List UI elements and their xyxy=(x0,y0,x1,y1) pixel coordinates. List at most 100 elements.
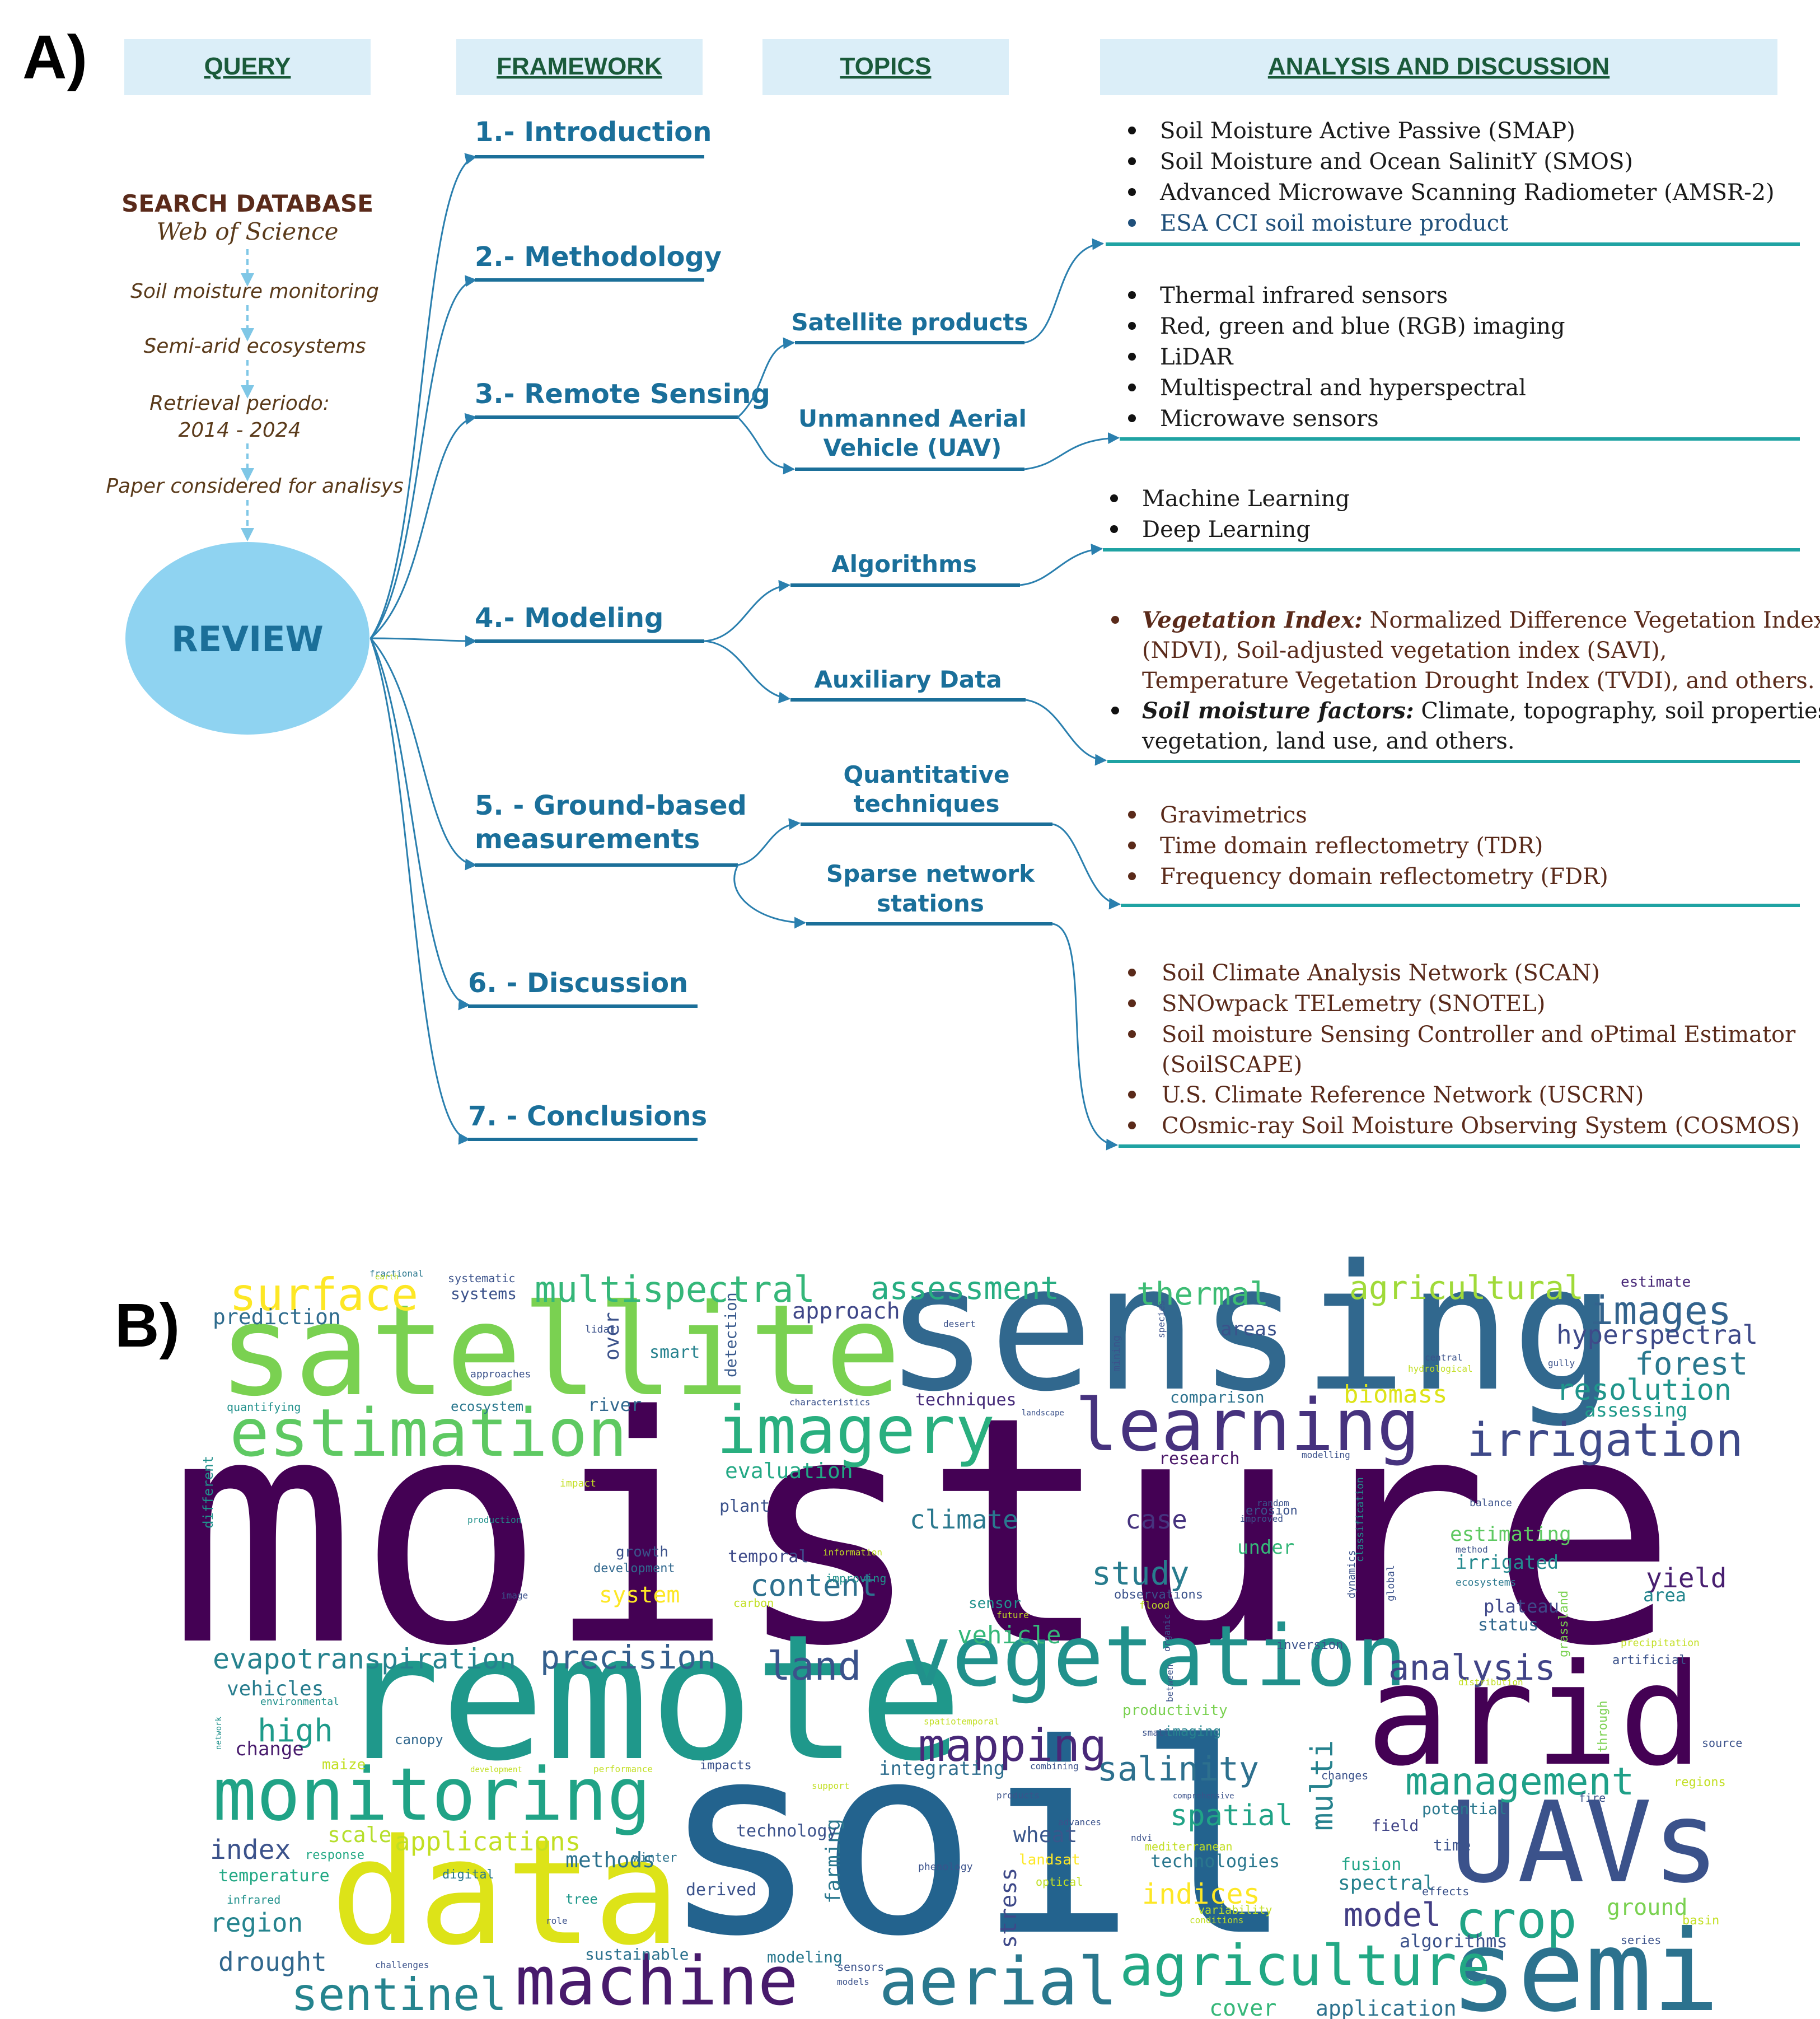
analysis-microwave: Microwave sensors xyxy=(1160,406,1379,432)
analysis-quantitative-list: Gravimetrics Time domain reflectometry (… xyxy=(1128,802,1608,890)
analysis-vi-bold: Vegetation Index: xyxy=(1142,607,1363,633)
topics-header: TOPICS xyxy=(840,53,931,80)
word-performance: performance xyxy=(593,1764,653,1774)
analysis-lidar: LiDAR xyxy=(1160,344,1234,370)
word-erosion: erosion xyxy=(1246,1504,1298,1518)
topics-header-bg xyxy=(762,39,1009,95)
word-temperature: temperature xyxy=(218,1866,330,1886)
word-technologies: technologies xyxy=(1150,1850,1280,1872)
word-cloud: moisturesoilremotesensingsatellitedataar… xyxy=(168,1228,1758,2019)
topic-uav-1: Unmanned Aerial xyxy=(798,405,1027,432)
word-environmental: environmental xyxy=(260,1696,339,1708)
analysis-amsr2: Advanced Microwave Scanning Radiometer (… xyxy=(1159,180,1775,205)
word-under: under xyxy=(1237,1536,1294,1559)
word-observations: observations xyxy=(1114,1588,1203,1602)
word-techniques: techniques xyxy=(915,1390,1017,1410)
word-series: series xyxy=(1621,1933,1661,1947)
word-desert: desert xyxy=(943,1319,976,1329)
analysis-sm-line-1: Soil moisture factors: Climate, topograp… xyxy=(1142,698,1820,724)
word-canopy: canopy xyxy=(395,1732,443,1747)
word-modeling: modeling xyxy=(767,1948,843,1966)
word-digital: digital xyxy=(442,1868,494,1882)
review-connectors xyxy=(369,153,478,1145)
query-step-1: Soil moisture monitoring xyxy=(130,280,379,303)
word-learning: learning xyxy=(1075,1384,1420,1467)
framework-ground-based-2: measurements xyxy=(475,824,700,855)
word-spatial: spatial xyxy=(1170,1799,1293,1833)
framework-topic-connectors xyxy=(704,337,807,929)
analysis-tdr: Time domain reflectometry (TDR) xyxy=(1160,833,1543,859)
review-ellipse xyxy=(125,542,369,735)
word-fire: fire xyxy=(1579,1791,1606,1805)
word-satellite: satellite xyxy=(218,1278,901,1424)
word-hydrological: hydrological xyxy=(1408,1363,1473,1374)
word-flood: flood xyxy=(1139,1600,1169,1611)
word-productivity: productivity xyxy=(1122,1702,1228,1719)
word-evapotranspiration: evapotranspiration xyxy=(213,1643,516,1675)
word-scale: scale xyxy=(327,1822,391,1847)
analysis-vi-line-3: Temperature Vegetation Drought Index (TV… xyxy=(1142,668,1815,694)
topic-sparse-2: stations xyxy=(877,890,984,917)
word-ecosystem: ecosystem xyxy=(451,1399,523,1414)
word-characteristics: characteristics xyxy=(789,1397,871,1408)
word-time: time xyxy=(1433,1836,1471,1854)
word-mapping: mapping xyxy=(918,1719,1107,1772)
word-change: change xyxy=(235,1738,304,1760)
word-dynamics: dynamics xyxy=(1346,1550,1358,1599)
word-crop: crop xyxy=(1456,1891,1577,1950)
word-machine: machine xyxy=(515,1943,798,2019)
word-precision: precision xyxy=(540,1638,716,1676)
framework-header: FRAMEWORK xyxy=(497,53,662,80)
topic-algorithms: Algorithms xyxy=(831,550,977,578)
word-agriculture: agriculture xyxy=(1120,1933,1490,1998)
word-improved: improved xyxy=(1240,1513,1283,1524)
word-landsat: landsat xyxy=(1019,1852,1080,1868)
word-land: land xyxy=(767,1643,862,1689)
analysis-vi-line-1: Vegetation Index: Normalized Difference … xyxy=(1142,607,1820,633)
word-products: products xyxy=(996,1790,1040,1801)
word-moisture: moisture xyxy=(168,1350,1678,1715)
analysis-uav-list: Thermal infrared sensors Red, green and … xyxy=(1128,283,1565,432)
analysis-soilscape-1: Soil moisture Sensing Controller and oPt… xyxy=(1162,1022,1796,1048)
word-remote: remote xyxy=(336,1597,963,1800)
word-species: species xyxy=(1156,1301,1167,1338)
word-role: role xyxy=(546,1915,568,1926)
word-stress: stress xyxy=(996,1868,1022,1949)
analysis-header: ANALYSIS AND DISCUSSION xyxy=(1268,53,1610,80)
query-header: QUERY xyxy=(204,53,291,80)
word-assessment: assessment xyxy=(871,1270,1059,1307)
word-cover: cover xyxy=(1209,1995,1276,2019)
analysis-sm-line-2: vegetation, land use, and others. xyxy=(1141,728,1515,754)
word-irrigated: irrigated xyxy=(1456,1551,1559,1574)
word-index: index xyxy=(210,1834,291,1866)
word-systems: systems xyxy=(451,1284,517,1303)
word-distribution: distribution xyxy=(1458,1677,1523,1688)
word-model: model xyxy=(1344,1896,1442,1934)
analysis-vi-text-1: Normalized Difference Vegetation Index xyxy=(1363,607,1820,633)
word-mining: mining xyxy=(1111,1335,1122,1372)
word-mediterranean: mediterranean xyxy=(1145,1840,1233,1853)
word-response: response xyxy=(305,1848,364,1862)
word-sensor: sensor xyxy=(969,1595,1021,1612)
analysis-soilscape-2: (SoilSCAPE) xyxy=(1162,1052,1302,1078)
analysis-deep-learning: Deep Learning xyxy=(1142,517,1311,543)
framework-discussion: 6. - Discussion xyxy=(468,968,688,999)
word-earth: earth xyxy=(375,1273,399,1282)
word-plateau: plateau xyxy=(1484,1596,1559,1617)
review-label: REVIEW xyxy=(171,619,324,660)
word-development: development xyxy=(593,1562,675,1576)
analysis-esa-cci: ESA CCI soil moisture product xyxy=(1160,211,1508,236)
word-grassland: grassland xyxy=(1557,1591,1571,1657)
analysis-algorithms-list: Machine Learning Deep Learning xyxy=(1110,486,1350,543)
panel-b-label: B) xyxy=(115,1291,180,1360)
word-tree: tree xyxy=(565,1891,598,1907)
word-derived: derived xyxy=(686,1880,756,1900)
word-uavs: UAVs xyxy=(1450,1778,1720,1908)
word-study: study xyxy=(1092,1554,1190,1592)
word-areas: areas xyxy=(1220,1318,1278,1340)
word-precipitation: precipitation xyxy=(1621,1637,1700,1649)
analysis-cosmos: COsmic-ray Soil Moisture Observing Syste… xyxy=(1162,1113,1800,1139)
word-sustainable: sustainable xyxy=(585,1945,689,1964)
word-support: support xyxy=(812,1780,849,1791)
word-management: management xyxy=(1405,1760,1634,1804)
